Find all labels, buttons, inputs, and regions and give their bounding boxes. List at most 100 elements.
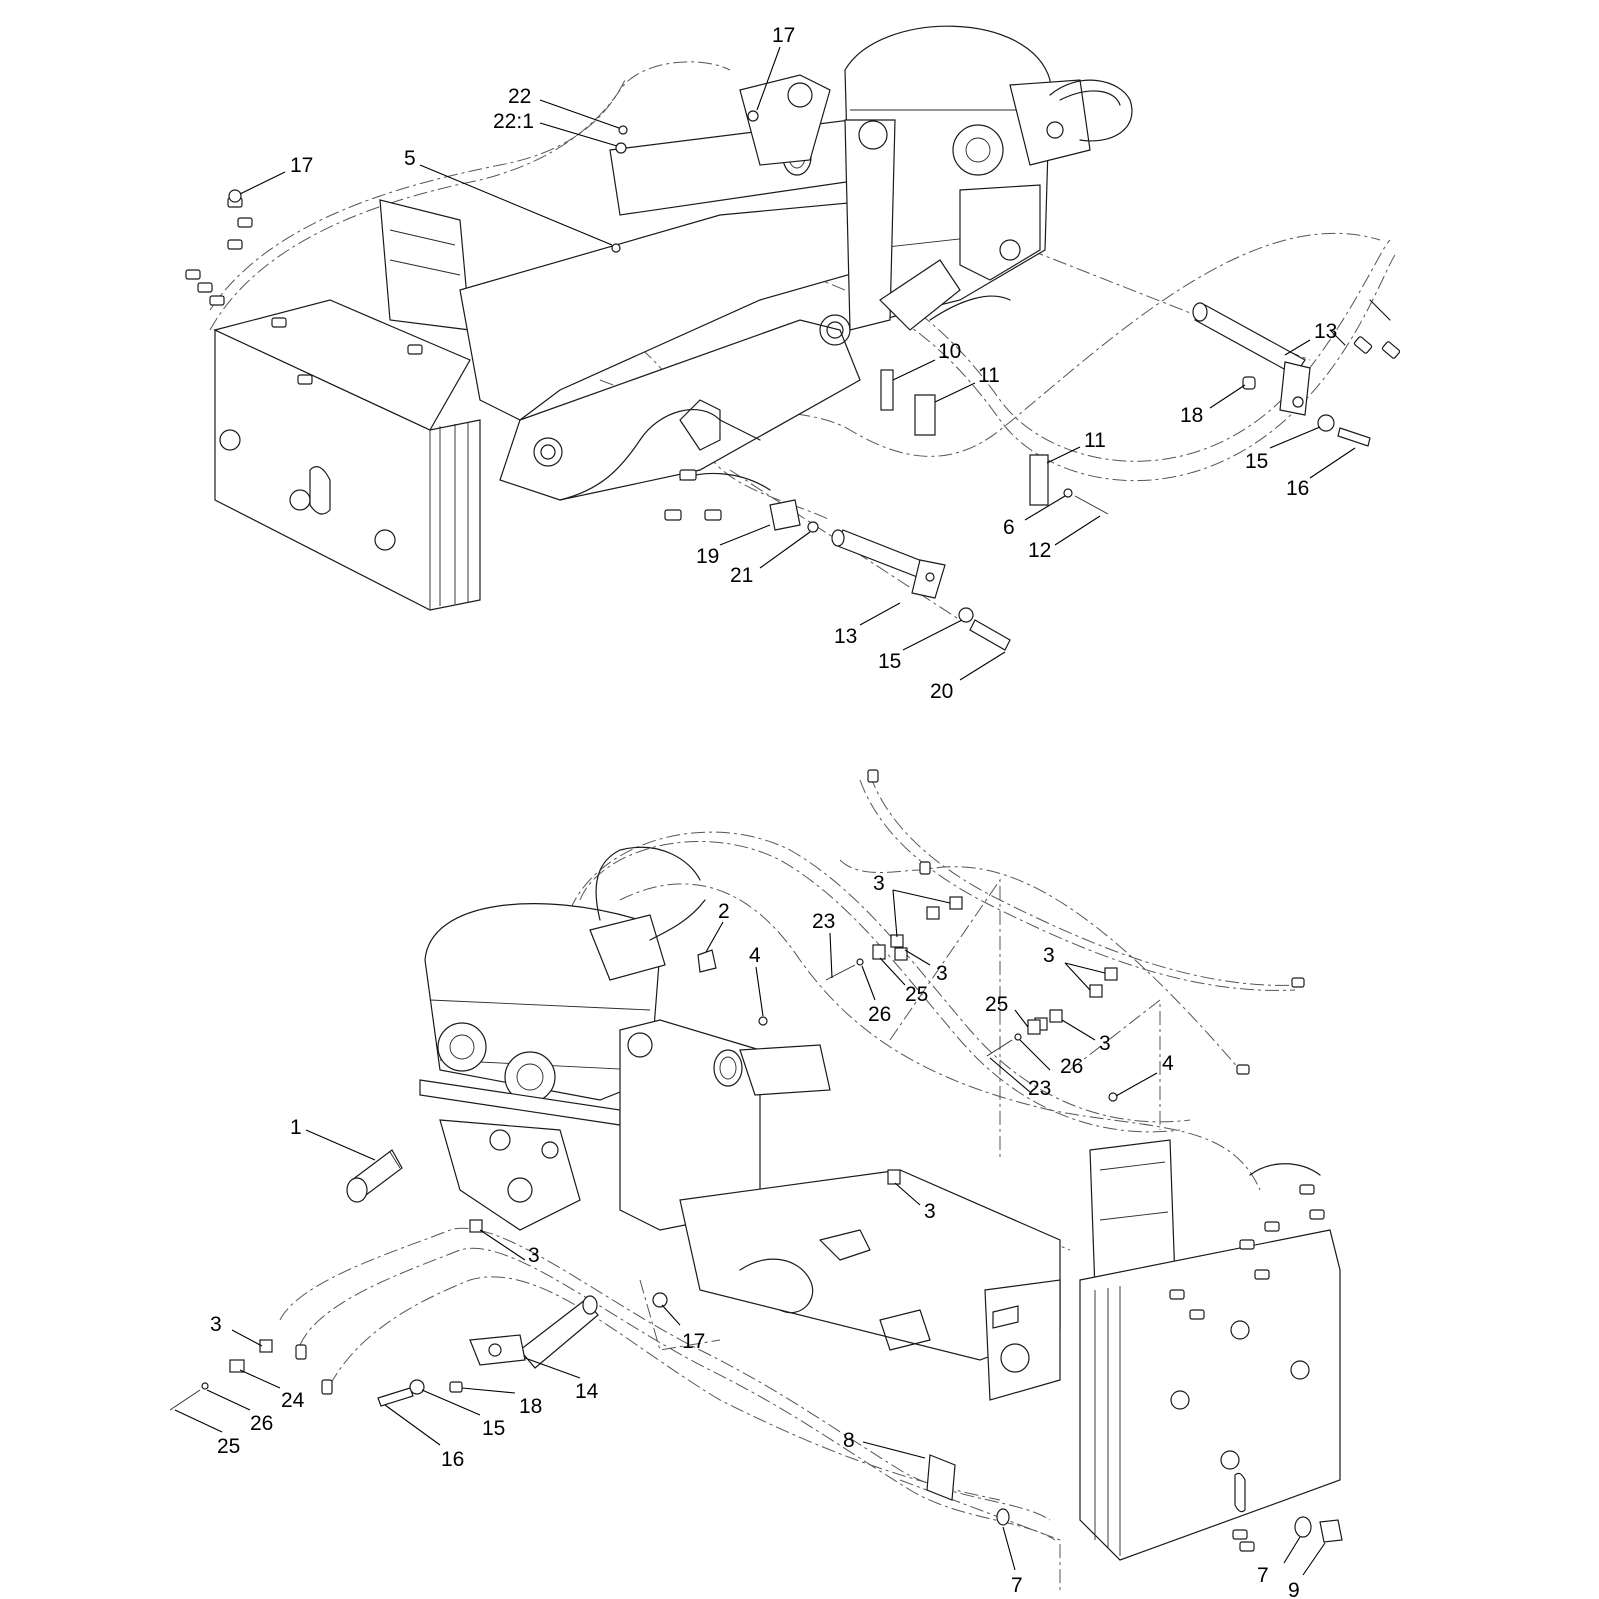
callout-7-b: 7 [1257,1564,1269,1587]
pivot-pin-14 [469,1295,599,1369]
bolt-8 [926,1454,956,1501]
callout-17-top: 17 [772,24,795,47]
nipple-22 [618,125,628,135]
fitting-17-top [747,110,759,122]
clamp-3-g [1049,1009,1063,1023]
callout-10: 10 [938,340,961,363]
hydraulic-fittings-right [1169,1184,1325,1320]
hose-fittings-center [664,469,771,521]
callout-3-c: 3 [1043,944,1055,967]
callouts-lower: 2 4 23 3 3 25 26 3 25 3 26 23 4 1 3 3 17… [210,872,1300,1599]
washer-22-1 [615,142,627,154]
callout-26-upper: 26 [868,1003,891,1026]
callout-12: 12 [1028,539,1051,562]
leader-lines [174,46,1356,1576]
callout-19: 19 [696,545,719,568]
washer-7-a [996,1508,1010,1526]
upper-assembly-view [185,25,1401,651]
callout-23-upper: 23 [812,910,835,933]
callout-7-a: 7 [1011,1574,1023,1597]
bushing-18-lower [449,1381,463,1393]
lower-assembly-view [169,769,1343,1590]
callout-5: 5 [404,147,416,170]
callout-22-1: 22:1 [493,110,534,133]
fitting-5 [611,243,621,253]
clamp-3-b [894,947,908,961]
clamp-3-i [887,1169,901,1185]
callout-9: 9 [1288,1579,1300,1599]
washer-26-a [856,958,864,966]
cap-2 [697,949,717,973]
callout-24: 24 [281,1389,305,1412]
callout-16-upper: 16 [1286,477,1309,500]
spacer-19 [769,499,801,531]
callout-15-upper: 15 [1245,450,1268,473]
washer-15-lower [958,607,974,623]
callout-3-a: 3 [873,872,885,895]
callout-3-d: 3 [1099,1032,1111,1055]
callout-25-lower: 25 [217,1435,240,1458]
fitting-4-b [1108,1092,1118,1102]
callout-3-f: 3 [528,1244,540,1267]
callout-11-lower: 11 [1084,429,1106,452]
callout-3-b: 3 [936,962,948,985]
bolt-16-lower [377,1387,414,1407]
clamp-3-d [949,896,963,910]
washer-7-b [1294,1516,1312,1538]
callout-11-upper: 11 [978,364,1000,387]
clamp-3-k [259,1339,273,1353]
callout-17-left: 17 [290,154,313,177]
callout-22: 22 [508,85,531,108]
bolt-16 [1337,427,1371,447]
clamp-3-j [469,1219,483,1233]
callout-26-lower: 26 [250,1412,273,1435]
callout-18-lower: 18 [519,1395,542,1418]
callout-17-lower: 17 [682,1330,705,1353]
callout-13-upper: 13 [1314,320,1337,343]
bolt-20 [969,619,1011,651]
clamp-11-upper [914,394,936,436]
washer-21 [807,521,819,533]
washer-26-c [201,1382,209,1390]
pin-1 [346,1149,403,1203]
callout-20: 20 [930,680,953,703]
clamp-3-f [1089,984,1103,998]
washer-6 [1063,488,1073,498]
clamp-3-e [1104,967,1118,981]
clamp-11-lower [1029,454,1049,506]
hydraulic-fittings-top-left [185,197,423,385]
callout-14: 14 [575,1380,599,1403]
callout-3-e: 3 [924,1200,936,1223]
callout-26-mid: 26 [1060,1055,1083,1078]
pivot-pin-13-lower [831,529,946,599]
fitting-4-a [758,1016,768,1026]
callout-4-upper: 4 [749,944,761,967]
plate-24 [229,1359,245,1373]
nut-9 [1319,1519,1343,1543]
callout-6: 6 [1003,516,1015,539]
fitting-17-lower [652,1292,668,1308]
callout-8: 8 [843,1429,855,1452]
screw-12 [1074,495,1109,515]
callout-18-upper: 18 [1180,404,1203,427]
callout-1: 1 [290,1116,302,1139]
clamp-3-c [926,906,940,920]
callout-15-lower-view: 15 [482,1417,505,1440]
screw-23-a [825,964,856,981]
callouts-upper: 17 22 22:1 17 5 10 11 13 18 15 16 11 6 1… [290,24,1337,703]
washer-15-upper [1317,414,1335,432]
callout-3-g: 3 [210,1313,222,1336]
plate-25-b [1027,1019,1041,1035]
washer-26-b [1014,1033,1022,1041]
washer-15-lower-view [409,1379,425,1395]
screw-23-b [986,1039,1013,1057]
callout-25-upper: 25 [905,983,928,1006]
callout-21: 21 [730,564,753,587]
callout-13-lower: 13 [834,625,857,648]
callout-2: 2 [718,900,730,923]
callout-25-mid: 25 [985,993,1008,1016]
callout-16-lower: 16 [441,1448,464,1471]
callout-15-lower: 15 [878,650,901,673]
fitting-17-left [228,189,242,203]
